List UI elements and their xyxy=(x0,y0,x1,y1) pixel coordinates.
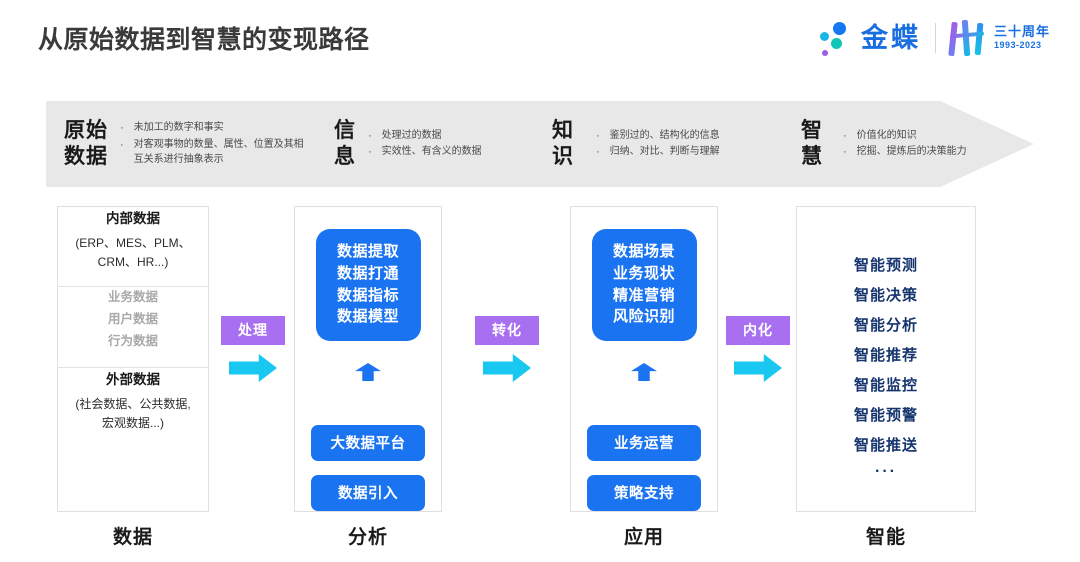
bullet-glyph: · xyxy=(843,129,847,142)
column-card-application: 数据场景 业务现状 精准营销 风险识别 业务运营 策略支持 xyxy=(570,206,718,512)
bullet-glyph: · xyxy=(843,146,847,158)
application-scenario-box: 数据场景 业务现状 精准营销 风险识别 xyxy=(591,229,697,341)
bullet-glyph: · xyxy=(368,129,372,142)
connector-processing: 处理 xyxy=(221,316,285,382)
band-stage-raw-data: 原始 数据 · 未加工的数字和事实 · 对客观事物的数量、属性、位置及其相互关系进行… xyxy=(64,101,309,187)
band-bullet-text: 归纳、对比、判断与理解 xyxy=(609,146,720,157)
connector-badge-label: 转化 xyxy=(475,316,539,345)
anniversary-years: 1993-2023 xyxy=(993,39,1042,50)
intelligence-item: 智能推荐 xyxy=(853,347,918,364)
kingdee-brand-logo: 金蝶 三十周年 1993-2023 xyxy=(817,18,1050,58)
internal-data-title: 内部数据 xyxy=(106,211,160,226)
band-bullet-text: 鉴别过的、结构化的信息 xyxy=(609,129,720,141)
intelligence-item: 智能决策 xyxy=(853,287,918,304)
right-arrow-icon xyxy=(229,354,277,382)
right-arrow-icon xyxy=(483,354,531,382)
card-divider xyxy=(58,286,208,288)
connector-internalization: 内化 xyxy=(726,316,790,382)
intelligence-more-ellipsis: ··· xyxy=(875,463,897,480)
band-bullet-text: 价值化的知识 xyxy=(856,129,917,141)
analysis-capability-box: 数据提取 数据打通 数据指标 数据模型 xyxy=(315,229,421,341)
application-operations-pill[interactable]: 业务运营 xyxy=(587,425,701,461)
maturity-arrow-band: 原始 数据 · 未加工的数字和事实 · 对客观事物的数量、属性、位置及其相互关系进行… xyxy=(46,101,1034,187)
intelligence-item: 智能预警 xyxy=(853,407,918,424)
card-divider xyxy=(58,367,208,368)
page-title: 从原始数据到智慧的变现路径 xyxy=(38,26,370,54)
band-bullet-text: 实效性、有含义的数据 xyxy=(381,146,482,157)
column-label-analysis: 分析 xyxy=(347,527,388,548)
band-bullet-text: 对客观事物的数量、属性、位置及其相互关系进行抽象表示 xyxy=(133,138,304,166)
column-label-intelligence: 智能 xyxy=(865,527,906,548)
external-data-section: 外部数据 (社会数据、公共数据, 宏观数据...) xyxy=(58,368,208,433)
bullet-glyph: · xyxy=(120,138,124,151)
internal-data-sources: (ERP、MES、PLM、 CRM、HR...) xyxy=(75,236,191,270)
column-card-analysis: 数据提取 数据打通 数据指标 数据模型 大数据平台 数据引入 xyxy=(294,206,442,512)
external-data-sources: (社会数据、公共数据, 宏观数据...) xyxy=(75,397,191,431)
connector-transformation: 转化 xyxy=(475,316,539,382)
column-card-data: 内部数据 (ERP、MES、PLM、 CRM、HR...) 业务数据 用户数据 … xyxy=(57,206,209,512)
external-data-title: 外部数据 xyxy=(106,372,160,387)
band-stage-knowledge: 知 识 · 鉴别过的、结构化的信息 · 归纳、对比、判断与理解 xyxy=(552,101,720,187)
band-stage-name: 知 识 xyxy=(552,119,574,168)
intelligence-item: 智能监控 xyxy=(853,377,918,394)
column-card-intelligence: 智能预测 智能决策 智能分析 智能推荐 智能监控 智能预警 智能推送 ··· xyxy=(796,206,976,512)
data-type-list: 业务数据 用户数据 行为数据 xyxy=(58,287,208,353)
band-stage-name: 智 慧 xyxy=(801,119,823,168)
brand-name: 金蝶 xyxy=(860,22,921,53)
intelligence-item: 智能推送 xyxy=(853,437,918,454)
analysis-platform-pill[interactable]: 大数据平台 xyxy=(311,425,425,461)
bullet-glyph: · xyxy=(596,146,600,158)
connector-badge-label: 处理 xyxy=(221,316,285,345)
band-stage-name: 原始 数据 xyxy=(64,119,108,168)
right-arrow-icon xyxy=(734,354,782,382)
anniversary-badge: 三十周年 1993-2023 xyxy=(948,19,1050,57)
band-bullet-text: 处理过的数据 xyxy=(381,129,442,141)
bullet-glyph: · xyxy=(120,122,124,135)
data-type-item: 行为数据 xyxy=(107,334,158,349)
intelligence-item-list: 智能预测 智能决策 智能分析 智能推荐 智能监控 智能预警 智能推送 ··· xyxy=(797,207,975,481)
up-arrow-icon xyxy=(631,363,657,381)
band-stage-information: 信 息 · 处理过的数据 · 实效性、有含义的数据 xyxy=(334,101,482,187)
band-bullet-text: 未加工的数字和事实 xyxy=(133,122,224,134)
data-type-item: 业务数据 xyxy=(107,290,158,305)
anniversary-label: 三十周年 xyxy=(993,24,1050,40)
data-type-item: 用户数据 xyxy=(107,312,158,327)
column-label-application: 应用 xyxy=(623,527,664,548)
bullet-glyph: · xyxy=(596,129,600,142)
band-bullet-text: 挖掘、提炼后的决策能力 xyxy=(856,146,967,157)
intelligence-item: 智能分析 xyxy=(853,317,918,334)
column-label-data: 数据 xyxy=(112,527,153,548)
up-arrow-icon xyxy=(355,363,381,381)
anniversary-mark-icon xyxy=(948,19,988,57)
brand-divider xyxy=(934,23,936,53)
brand-dots-icon xyxy=(817,19,857,57)
intelligence-item: 智能预测 xyxy=(853,257,918,274)
application-strategy-pill[interactable]: 策略支持 xyxy=(587,475,701,511)
internal-data-section: 内部数据 (ERP、MES、PLM、 CRM、HR...) xyxy=(58,207,208,272)
bullet-glyph: · xyxy=(368,146,372,158)
band-stage-name: 信 息 xyxy=(334,119,356,168)
connector-badge-label: 内化 xyxy=(726,316,790,345)
band-stage-wisdom: 智 慧 · 价值化的知识 · 挖掘、提炼后的决策能力 xyxy=(801,101,967,187)
analysis-ingest-pill[interactable]: 数据引入 xyxy=(311,475,425,511)
